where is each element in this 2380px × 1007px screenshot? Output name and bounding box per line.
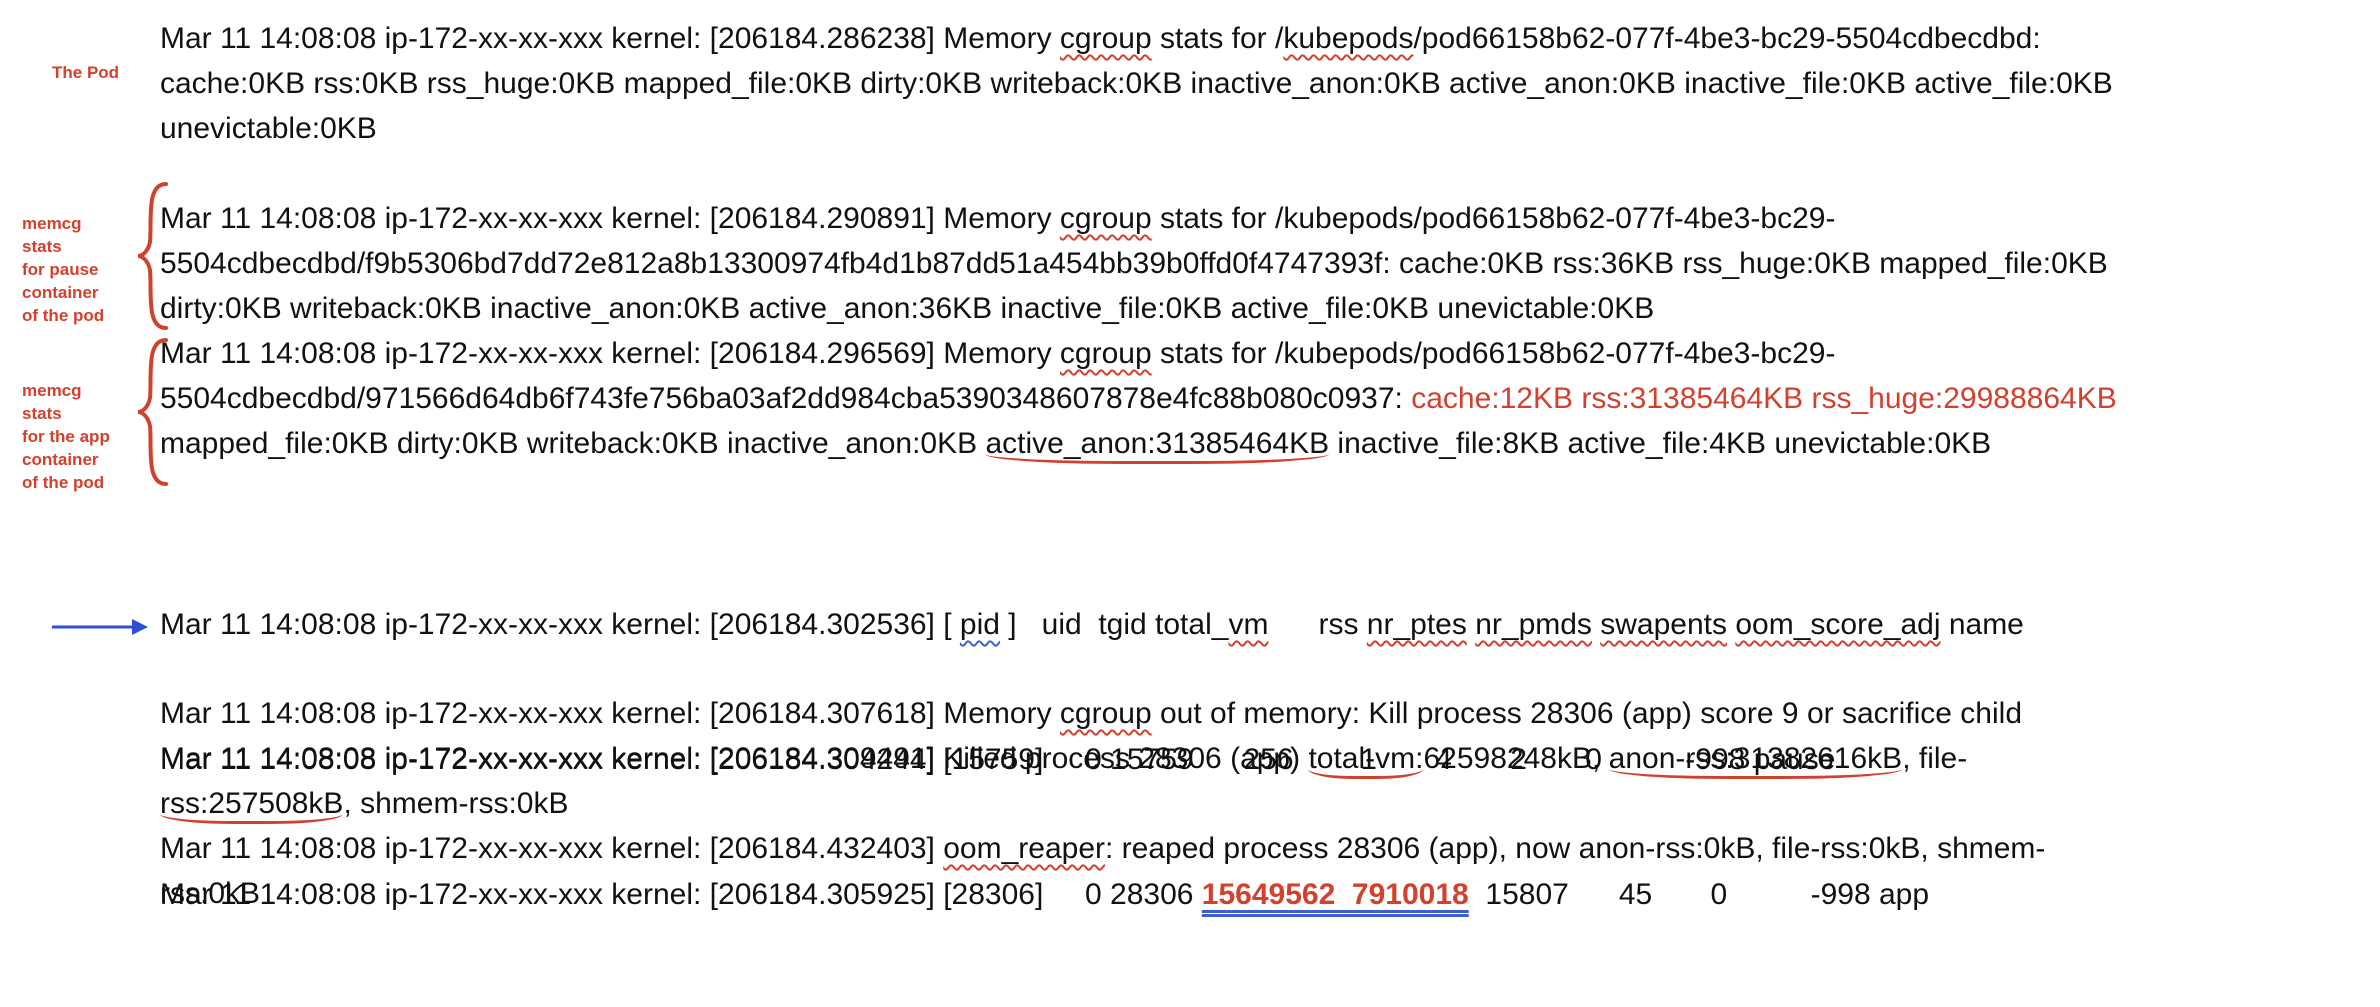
log-block-process-table: Mar 11 14:08:08 ip-172-xx-xx-xxx kernel:… [160, 512, 2370, 1007]
underline-file-rss: rss:257508kB [160, 787, 344, 824]
spell-word: cgroup [1059, 22, 1152, 55]
highlight-vm-rss: 15649562 7910018 [1201, 878, 1469, 911]
label-line: stats [22, 404, 62, 423]
log-prefix: Mar 11 14:08:08 ip-172-xx-xx-xxx kernel: [160, 742, 710, 775]
label-line: container [22, 283, 99, 302]
log-text: [206184.290891] Memory [709, 202, 1060, 235]
log-block-pause: Mar 11 14:08:08 ip-172-xx-xx-xxx kernel:… [160, 196, 2370, 331]
log-text: uid tgid total_ [1016, 608, 1229, 641]
spell-word: swapents [1600, 608, 1728, 641]
log-text: [206184.304244] [15759] [709, 743, 1044, 776]
label-pause-container: memcg stats for pause container of the p… [22, 212, 104, 327]
spell-word: kubepods [1283, 22, 1414, 55]
label-line: of the pod [22, 473, 105, 492]
log-block-app: Mar 11 14:08:08 ip-172-xx-xx-xxx kernel:… [160, 331, 2370, 466]
label-line: stats [22, 237, 62, 256]
highlight-rss: cache:12KB rss:31385464KB rss_huge:29988… [1411, 382, 2117, 415]
log-text: , shmem-rss:0kB [343, 787, 569, 820]
log-line-app: Mar 11 14:08:08 ip-172-xx-xx-xxx kernel:… [160, 872, 2370, 917]
log-prefix: Mar 11 14:08:08 ip-172-xx-xx-xxx kernel: [160, 337, 710, 370]
log-line: unevictable:0KB [160, 112, 377, 145]
label-line: memcg [22, 381, 82, 400]
log-line: rss:0kB [160, 877, 261, 910]
label-line: of the pod [22, 306, 105, 325]
spell-word: cgroup [1059, 337, 1152, 370]
log-text: 15807 45 0 -998 app [1468, 878, 1930, 911]
log-text: name [1940, 608, 2024, 641]
spell-word: oom_score_adj [1735, 608, 1941, 641]
label-line: memcg [22, 214, 82, 233]
log-text: [206184.432403] [709, 832, 944, 865]
spell-word: pid [959, 608, 1000, 641]
log-prefix: Mar 11 14:08:08 ip-172-xx-xx-xxx kernel: [160, 608, 710, 641]
log-text [1592, 608, 1600, 641]
log-prefix: Mar 11 14:08:08 ip-172-xx-xx-xxx kernel: [160, 697, 710, 730]
underline-total-vm: total-vm: [1308, 742, 1424, 779]
log-line: rss:257508kB, shmem-rss:0kB [160, 781, 2370, 826]
spell-word: nr_pmds [1475, 608, 1592, 641]
label-line: for the app [22, 427, 110, 446]
log-text: stats for /kubepods/pod66158b62-077f-4be… [1151, 337, 1836, 370]
log-text: stats for / [1151, 22, 1284, 55]
label-app-container: memcg stats for the app container of the… [22, 379, 110, 494]
log-text: 0 28306 [1043, 878, 1202, 911]
arrow-right-icon [52, 619, 148, 635]
log-block-oom-kill: Mar 11 14:08:08 ip-172-xx-xx-xxx kernel:… [160, 691, 2370, 916]
log-line: Mar 11 14:08:08 ip-172-xx-xx-xxx kernel:… [160, 826, 2370, 871]
log-line: 5504cdbecdbd/f9b5306bd7dd72e812a8b133009… [160, 247, 2108, 280]
log-text: [206184.307618] Memory [709, 697, 1060, 730]
log-text: /pod66158b62-077f-4be3-bc29-5504cdbecdbd… [1413, 22, 2041, 55]
log-prefix: Mar 11 14:08:08 ip-172-xx-xx-xxx kernel: [160, 832, 710, 865]
log-line: Mar 11 14:08:08 ip-172-xx-xx-xxx kernel:… [160, 196, 2370, 241]
underline-active-anon: active_anon:31385464KB [985, 427, 1330, 464]
brace-pause-icon [137, 182, 168, 330]
log-prefix: Mar 11 14:08:08 ip-172-xx-xx-xxx kernel: [160, 22, 710, 55]
log-text: [206184.305925] [28306] [709, 878, 1044, 911]
log-text [1467, 608, 1475, 641]
log-text: ] [999, 608, 1017, 641]
label-line: for pause [22, 260, 99, 279]
log-prefix: Mar 11 14:08:08 ip-172-xx-xx-xxx kernel: [160, 202, 710, 235]
log-line-header: Mar 11 14:08:08 ip-172-xx-xx-xxx kernel:… [160, 602, 2370, 647]
log-prefix: Mar 11 14:08:08 ip-172-xx-xx-xxx kernel: [160, 878, 710, 911]
log-text: [206184.309491] Killed process 28306 (ap… [709, 742, 1309, 775]
spell-word: cgroup [1059, 202, 1152, 235]
log-block-pod: Mar 11 14:08:08 ip-172-xx-xx-xxx kernel:… [160, 16, 2370, 151]
label-the-pod: The Pod [52, 63, 120, 82]
log-text: [206184.296569] Memory [709, 337, 1060, 370]
label-line: container [22, 450, 99, 469]
log-line: dirty:0KB writeback:0KB inactive_anon:0K… [160, 292, 1655, 325]
log-text: [206184.286238] Memory [709, 22, 1060, 55]
underline-anon-rss: anon-rss:31382616kB [1608, 742, 1903, 779]
log-text: out of memory: Kill process 28306 (app) … [1151, 697, 2023, 730]
log-text: stats for /kubepods/pod66158b62-077f-4be… [1151, 202, 1836, 235]
log-line: Mar 11 14:08:08 ip-172-xx-xx-xxx kernel:… [160, 16, 2370, 61]
log-text: 62598248kB, [1423, 742, 1609, 775]
brace-app-icon [137, 338, 168, 486]
log-line: mapped_file:0KB dirty:0KB writeback:0KB … [160, 421, 2370, 466]
log-text: , file- [1902, 742, 1968, 775]
log-text: rss [1268, 608, 1367, 641]
log-text: 5504cdbecdbd/971566d64db6f743fe756ba03af… [160, 382, 1412, 415]
spell-word: nr_ptes [1366, 608, 1467, 641]
log-line: Mar 11 14:08:08 ip-172-xx-xx-xxx kernel:… [160, 691, 2370, 736]
log-line: Mar 11 14:08:08 ip-172-xx-xx-xxx kernel:… [160, 331, 2370, 376]
log-line: 5504cdbecdbd/971566d64db6f743fe756ba03af… [160, 376, 2370, 421]
log-text: mapped_file:0KB dirty:0KB writeback:0KB … [160, 427, 986, 460]
spell-word: cgroup [1059, 697, 1152, 730]
log-prefix: Mar 11 14:08:08 ip-172-xx-xx-xxx kernel: [160, 743, 710, 776]
log-text: 0 15759 256 1 4 2 0 -998 pause [1043, 743, 1836, 776]
spell-word: vm [1228, 608, 1269, 641]
spell-word: oom_reaper [943, 832, 1105, 865]
log-line: cache:0KB rss:0KB rss_huge:0KB mapped_fi… [160, 67, 2113, 100]
log-line-pause: Mar 11 14:08:08 ip-172-xx-xx-xxx kernel:… [160, 737, 2370, 782]
log-line: Mar 11 14:08:08 ip-172-xx-xx-xxx kernel:… [160, 736, 2370, 781]
log-text: [206184.302536] [ [709, 608, 960, 641]
log-text: inactive_file:8KB active_file:4KB unevic… [1329, 427, 1992, 460]
log-text: : reaped process 28306 (app), now anon-r… [1105, 832, 2046, 865]
